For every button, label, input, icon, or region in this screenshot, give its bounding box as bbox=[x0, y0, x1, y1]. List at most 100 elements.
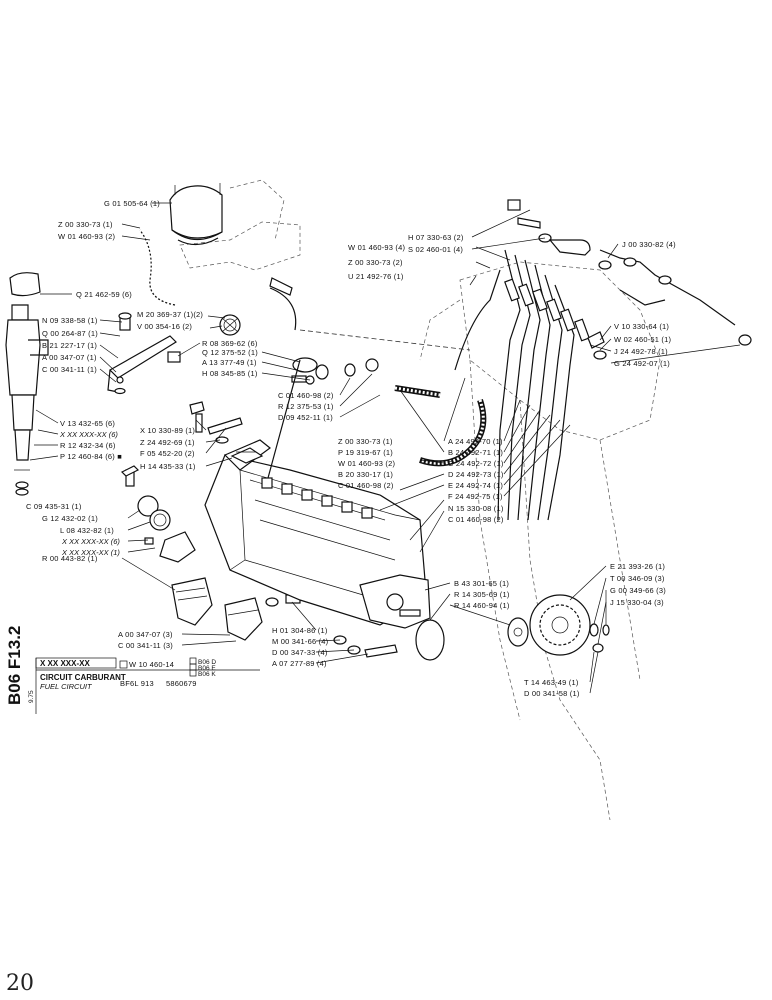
callout-s02460: S 02 460-01 (4) bbox=[408, 245, 463, 254]
checkbox-square bbox=[119, 660, 128, 669]
callout-r14305: R 14 305-69 (1) bbox=[454, 590, 510, 599]
callout-q12375: Q 12 375-52 (1) bbox=[202, 348, 258, 357]
callout-q21462: Q 21 462-59 (6) bbox=[76, 290, 132, 299]
callout-j15330: J 15 330-04 (3) bbox=[610, 598, 664, 607]
callout-f24492: F 24 492-75 (1) bbox=[448, 492, 503, 501]
callout-h08345: H 08 345-85 (1) bbox=[202, 369, 258, 378]
callout-r00443: R 00 443-82 (1) bbox=[42, 554, 98, 563]
callout-h01304: H 01 304-86 (1) bbox=[272, 626, 328, 635]
variant-b06e: B06 E bbox=[198, 665, 216, 672]
sheet-vertical-code: B06 F13.2 bbox=[5, 626, 24, 705]
callout-m00341: M 00 341-66 (4) bbox=[272, 637, 329, 646]
callout-c01460b: C 01 460-98 (2) bbox=[338, 481, 394, 490]
callout-a24492: A 24 492-70 (1) bbox=[448, 437, 503, 446]
callout-g00349: G 00 349-66 (3) bbox=[610, 586, 666, 595]
callout-f05452: F 05 452-20 (2) bbox=[140, 449, 195, 458]
callout-j00330: J 00 330-82 (4) bbox=[622, 240, 676, 249]
callout-e24492: E 24 492-74 (1) bbox=[448, 481, 503, 490]
callout-z24492: Z 24 492-69 (1) bbox=[140, 438, 195, 447]
callout-q00264: Q 00 264-87 (1) bbox=[42, 329, 98, 338]
callout-xxc: X XX XXX-XX (1) bbox=[61, 548, 120, 557]
injection-pump-body bbox=[204, 439, 431, 658]
callout-r14460: R 14 460-94 (1) bbox=[454, 601, 510, 610]
callout-t14463: T 14 463-49 (1) bbox=[524, 678, 579, 687]
ref-placeholder: X XX XXX-XX bbox=[40, 659, 90, 668]
callout-c00341b: C 00 341-11 (3) bbox=[118, 641, 173, 650]
callout-c24492: C 24 492-72 (1) bbox=[448, 459, 504, 468]
leader-lines bbox=[29, 202, 741, 694]
fuel-injector bbox=[5, 272, 49, 496]
callout-labels: G 01 505-64 (1) Z 00 330-73 (1) W 01 460… bbox=[26, 199, 676, 698]
variant-b06k: B06 K bbox=[198, 671, 216, 678]
callout-xxb: X XX XXX-XX (6) bbox=[61, 537, 120, 546]
callout-v00354: V 00 354-16 (2) bbox=[137, 322, 192, 331]
callout-p12460: P 12 460-84 (6) ■ bbox=[60, 452, 122, 461]
callout-v10330: V 10 330-64 (1) bbox=[614, 322, 669, 331]
callout-b20330: B 20 330-17 (1) bbox=[338, 470, 393, 479]
callout-b24492: B 24 492-71 (1) bbox=[448, 448, 503, 457]
callout-l08432: L 08 432-82 (1) bbox=[60, 526, 114, 535]
callout-a00347b: A 00 347-07 (3) bbox=[118, 630, 173, 639]
callout-c01460c: C 01 460-98 (2) bbox=[448, 515, 504, 524]
callout-z00330b: Z 00 330-73 (2) bbox=[348, 258, 403, 267]
callout-v13432: V 13 432-65 (6) bbox=[60, 419, 115, 428]
callout-g01505: G 01 505-64 (1) bbox=[104, 199, 160, 208]
callout-b21227: B 21 227-17 (1) bbox=[42, 341, 97, 350]
engine-number: 5860679 bbox=[166, 679, 197, 688]
callout-a13377: A 13 377-49 (1) bbox=[202, 358, 257, 367]
callout-t00346: T 00 346-09 (3) bbox=[610, 574, 665, 583]
fuel-filter-head bbox=[169, 183, 223, 246]
callout-d00347: D 00 347-33 (4) bbox=[272, 648, 328, 657]
callout-h14435: H 14 435-33 (1) bbox=[140, 462, 196, 471]
handwritten-page-number: 20 bbox=[6, 971, 34, 996]
drive-gear bbox=[415, 594, 610, 661]
callout-w01460b: W 01 460-93 (4) bbox=[348, 243, 405, 252]
fuel-hoses bbox=[138, 229, 501, 467]
callout-d24492: D 24 492-73 (1) bbox=[448, 470, 504, 479]
callout-p19319: P 19 319-67 (1) bbox=[338, 448, 393, 457]
callout-e21393: E 21 393-26 (1) bbox=[610, 562, 665, 571]
checkbox-part: W 10 460-14 bbox=[129, 660, 174, 669]
callout-r08369: R 08 369-62 (6) bbox=[202, 339, 258, 348]
injection-pipes bbox=[267, 249, 590, 521]
title-english: FUEL CIRCUIT bbox=[40, 682, 93, 691]
variant-b06d: B06 D bbox=[198, 659, 216, 666]
title-block: B06 F13.2 9.75 X XX XXX-XX W 10 460-14 B… bbox=[5, 626, 260, 714]
callout-xxa: X XX XXX-XX (6) bbox=[59, 430, 118, 439]
callout-w01460c: W 01 460-93 (2) bbox=[338, 459, 395, 468]
callout-a07277: A 07 277-89 (4) bbox=[272, 659, 327, 668]
title-french: CIRCUIT CARBURANT bbox=[40, 673, 126, 682]
callout-n15330: N 15 330-08 (1) bbox=[448, 504, 504, 513]
callout-j24492: J 24 492-78 (1) bbox=[614, 347, 668, 356]
banjo-fitting-group bbox=[269, 277, 379, 385]
callout-c09435: C 09 435-31 (1) bbox=[26, 502, 82, 511]
feed-pump bbox=[171, 577, 301, 641]
delivery-valve-outlets bbox=[261, 477, 373, 519]
callout-a00347a: A 00 347-07 (1) bbox=[42, 353, 97, 362]
callout-n09338: N 09 338-58 (1) bbox=[42, 316, 98, 325]
sheet-small-code: 9.75 bbox=[28, 690, 35, 703]
callout-u21492: U 21 492-76 (1) bbox=[348, 272, 404, 281]
callout-z00330c: Z 00 330-73 (1) bbox=[338, 437, 393, 446]
return-line-fittings bbox=[507, 199, 752, 360]
callout-r12375: R 12 375-53 (1) bbox=[278, 402, 334, 411]
callout-c01460a: C 01 460-98 (2) bbox=[278, 391, 334, 400]
callout-g24492: G 24 492-07 (1) bbox=[614, 359, 670, 368]
callout-z00330a: Z 00 330-73 (1) bbox=[58, 220, 113, 229]
injector-clamp-bracket bbox=[107, 312, 181, 395]
callout-x10330: X 10 330-89 (1) bbox=[140, 426, 195, 435]
callout-w01460a: W 01 460-93 (2) bbox=[58, 232, 115, 241]
callout-c00341a: C 00 341-11 (1) bbox=[42, 365, 97, 374]
engine-ref: BF6L 913 bbox=[120, 679, 154, 688]
callout-m20369: M 20 369-37 (1)(2) bbox=[137, 310, 203, 319]
callout-d09452: D 09 452-11 (1) bbox=[278, 413, 333, 422]
callout-w02460: W 02 460-51 (1) bbox=[614, 335, 671, 344]
callout-d00341: D 00 341-58 (1) bbox=[524, 689, 580, 698]
pump-fittings-left bbox=[120, 401, 243, 563]
callout-g12432: G 12 432-02 (1) bbox=[42, 514, 98, 523]
callout-b43301: B 43 301-65 (1) bbox=[454, 579, 509, 588]
callout-r12432: R 12 432-34 (6) bbox=[60, 441, 116, 450]
callout-h07330: H 07 330-63 (2) bbox=[408, 233, 464, 242]
